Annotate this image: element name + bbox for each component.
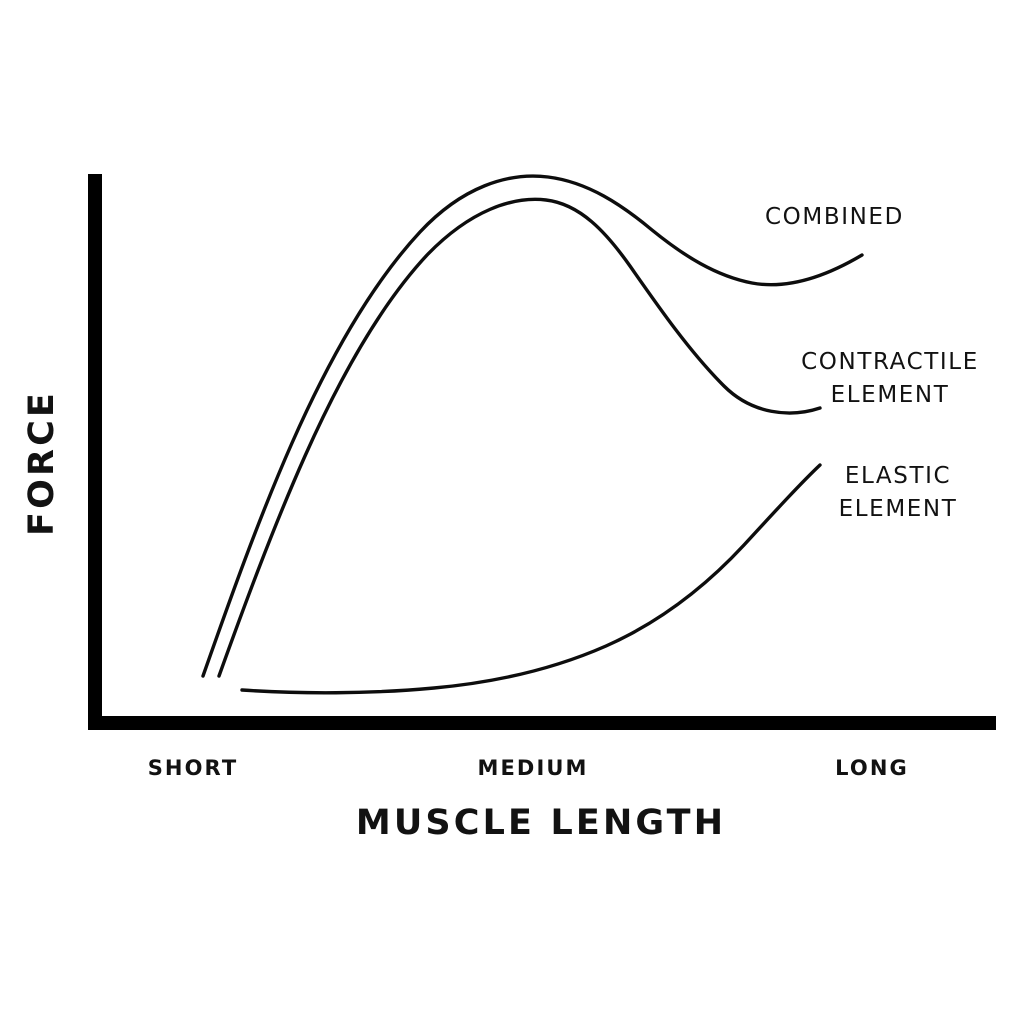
x-tick-label-long: LONG <box>835 756 909 780</box>
series-label-combined: COMBINED <box>765 204 904 230</box>
x-axis-title: MUSCLE LENGTH <box>355 803 727 843</box>
curve-combined <box>201 174 864 678</box>
series-label-contractile-line1: CONTRACTILE <box>801 349 979 375</box>
curve-elastic-element <box>240 463 822 695</box>
series-label-elastic-line1: ELASTIC <box>844 463 952 489</box>
x-axis-line <box>88 716 996 730</box>
series-label-elastic-line2: ELEMENT <box>838 495 958 522</box>
curve-contractile-element <box>217 197 822 678</box>
y-axis-title: FORCE <box>22 390 62 536</box>
series-label-elastic-element: ELASTIC ELEMENT <box>839 460 958 525</box>
series-label-contractile-element: CONTRACTILE ELEMENT <box>801 346 979 411</box>
x-tick-label-medium: MEDIUM <box>477 756 589 780</box>
series-label-contractile-line2: ELEMENT <box>830 381 950 408</box>
y-axis-line <box>88 174 102 729</box>
x-tick-label-short: SHORT <box>147 756 239 780</box>
